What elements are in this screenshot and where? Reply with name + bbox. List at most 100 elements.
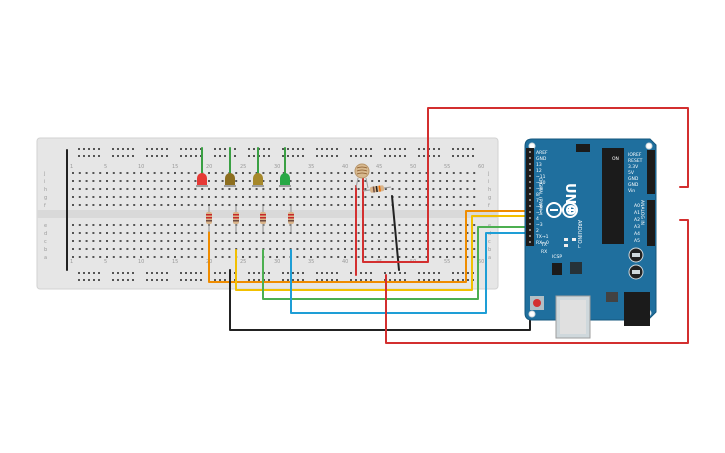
breadboard-hole[interactable]	[180, 279, 182, 281]
breadboard-hole[interactable]	[418, 148, 420, 150]
breadboard-hole[interactable]	[357, 256, 360, 258]
breadboard-hole[interactable]	[296, 204, 299, 206]
breadboard-hole[interactable]	[357, 188, 360, 190]
breadboard-hole[interactable]	[364, 240, 367, 242]
breadboard-hole[interactable]	[344, 240, 346, 242]
breadboard-hole[interactable]	[99, 188, 102, 190]
breadboard-hole[interactable]	[146, 248, 149, 250]
breadboard-hole[interactable]	[323, 188, 326, 190]
breadboard-hole[interactable]	[269, 240, 272, 242]
breadboard-hole[interactable]	[365, 155, 367, 157]
breadboard-hole[interactable]	[122, 272, 124, 274]
breadboard-hole[interactable]	[331, 155, 333, 157]
breadboard-hole[interactable]	[276, 256, 278, 258]
breadboard-hole[interactable]	[404, 279, 406, 281]
breadboard-hole[interactable]	[119, 248, 122, 250]
breadboard-hole[interactable]	[133, 240, 136, 242]
breadboard-hole[interactable]	[466, 204, 469, 206]
breadboard-hole[interactable]	[126, 240, 129, 242]
breadboard-hole[interactable]	[269, 256, 272, 258]
breadboard-hole[interactable]	[208, 180, 210, 182]
breadboard-hole[interactable]	[174, 204, 176, 206]
breadboard-hole[interactable]	[418, 196, 421, 198]
breadboard-hole[interactable]	[310, 224, 312, 226]
breadboard-hole[interactable]	[242, 256, 244, 258]
breadboard-hole[interactable]	[248, 188, 251, 190]
breadboard-hole[interactable]	[418, 232, 421, 234]
breadboard-hole[interactable]	[296, 248, 299, 250]
breadboard-hole[interactable]	[228, 204, 231, 206]
breadboard-hole[interactable]	[360, 155, 362, 157]
breadboard-hole[interactable]	[316, 232, 319, 234]
breadboard-hole[interactable]	[337, 256, 340, 258]
breadboard-hole[interactable]	[323, 256, 326, 258]
breadboard-hole[interactable]	[214, 188, 217, 190]
leds[interactable]	[196, 173, 291, 187]
breadboard-hole[interactable]	[446, 180, 448, 182]
breadboard-hole[interactable]	[452, 232, 455, 234]
breadboard-hole[interactable]	[405, 196, 408, 198]
breadboard-hole[interactable]	[326, 272, 328, 274]
breadboard-hole[interactable]	[336, 272, 338, 274]
breadboard-hole[interactable]	[187, 188, 190, 190]
breadboard-hole[interactable]	[78, 248, 81, 250]
wires[interactable]	[66, 107, 689, 344]
breadboard-hole[interactable]	[303, 240, 306, 242]
breadboard-hole[interactable]	[228, 224, 231, 226]
breadboard-hole[interactable]	[289, 196, 292, 198]
breadboard-hole[interactable]	[378, 180, 380, 182]
breadboard-hole[interactable]	[166, 148, 168, 150]
breadboard-hole[interactable]	[93, 279, 95, 281]
breadboard-hole[interactable]	[405, 172, 408, 174]
photoresistor[interactable]	[354, 163, 370, 189]
digital-pin-socket[interactable]	[529, 157, 531, 159]
digital-pin-socket[interactable]	[529, 205, 531, 207]
breadboard-hole[interactable]	[195, 148, 197, 150]
breadboard-hole[interactable]	[268, 279, 270, 281]
breadboard-hole[interactable]	[140, 240, 142, 242]
breadboard-hole[interactable]	[296, 256, 299, 258]
breadboard-hole[interactable]	[221, 240, 224, 242]
digital-pin-socket[interactable]	[529, 217, 531, 219]
breadboard-hole[interactable]	[78, 155, 80, 157]
breadboard-hole[interactable]	[473, 248, 476, 250]
breadboard-hole[interactable]	[432, 224, 435, 226]
breadboard-hole[interactable]	[122, 279, 124, 281]
breadboard-hole[interactable]	[459, 204, 462, 206]
breadboard-hole[interactable]	[253, 148, 255, 150]
breadboard-hole[interactable]	[228, 232, 231, 234]
breadboard-hole[interactable]	[439, 232, 442, 234]
breadboard-hole[interactable]	[412, 188, 414, 190]
breadboard-hole[interactable]	[214, 196, 217, 198]
breadboard-hole[interactable]	[276, 180, 278, 182]
breadboard-hole[interactable]	[394, 272, 396, 274]
breadboard-hole[interactable]	[384, 180, 387, 182]
breadboard-hole[interactable]	[303, 188, 306, 190]
breadboard-hole[interactable]	[156, 279, 158, 281]
breadboard-hole[interactable]	[350, 224, 353, 226]
wire-ldr-black[interactable]	[391, 195, 400, 271]
breadboard-hole[interactable]	[350, 148, 352, 150]
breadboard-hole[interactable]	[98, 272, 100, 274]
breadboard-hole[interactable]	[214, 248, 217, 250]
breadboard-hole[interactable]	[153, 224, 156, 226]
breadboard-hole[interactable]	[214, 279, 216, 281]
breadboard-hole[interactable]	[336, 148, 338, 150]
breadboard-hole[interactable]	[466, 232, 469, 234]
breadboard-hole[interactable]	[446, 248, 448, 250]
breadboard-hole[interactable]	[432, 196, 435, 198]
breadboard-hole[interactable]	[391, 224, 394, 226]
breadboard-hole[interactable]	[364, 188, 367, 190]
breadboard-hole[interactable]	[201, 248, 204, 250]
breadboard-hole[interactable]	[201, 204, 204, 206]
breadboard-hole[interactable]	[378, 240, 380, 242]
breadboard-hole[interactable]	[180, 188, 183, 190]
breadboard-hole[interactable]	[350, 172, 353, 174]
breadboard-hole[interactable]	[432, 180, 435, 182]
breadboard-hole[interactable]	[160, 196, 163, 198]
breadboard-hole[interactable]	[72, 248, 74, 250]
breadboard-hole[interactable]	[439, 224, 442, 226]
breadboard-hole[interactable]	[423, 148, 425, 150]
breadboard-hole[interactable]	[258, 272, 260, 274]
